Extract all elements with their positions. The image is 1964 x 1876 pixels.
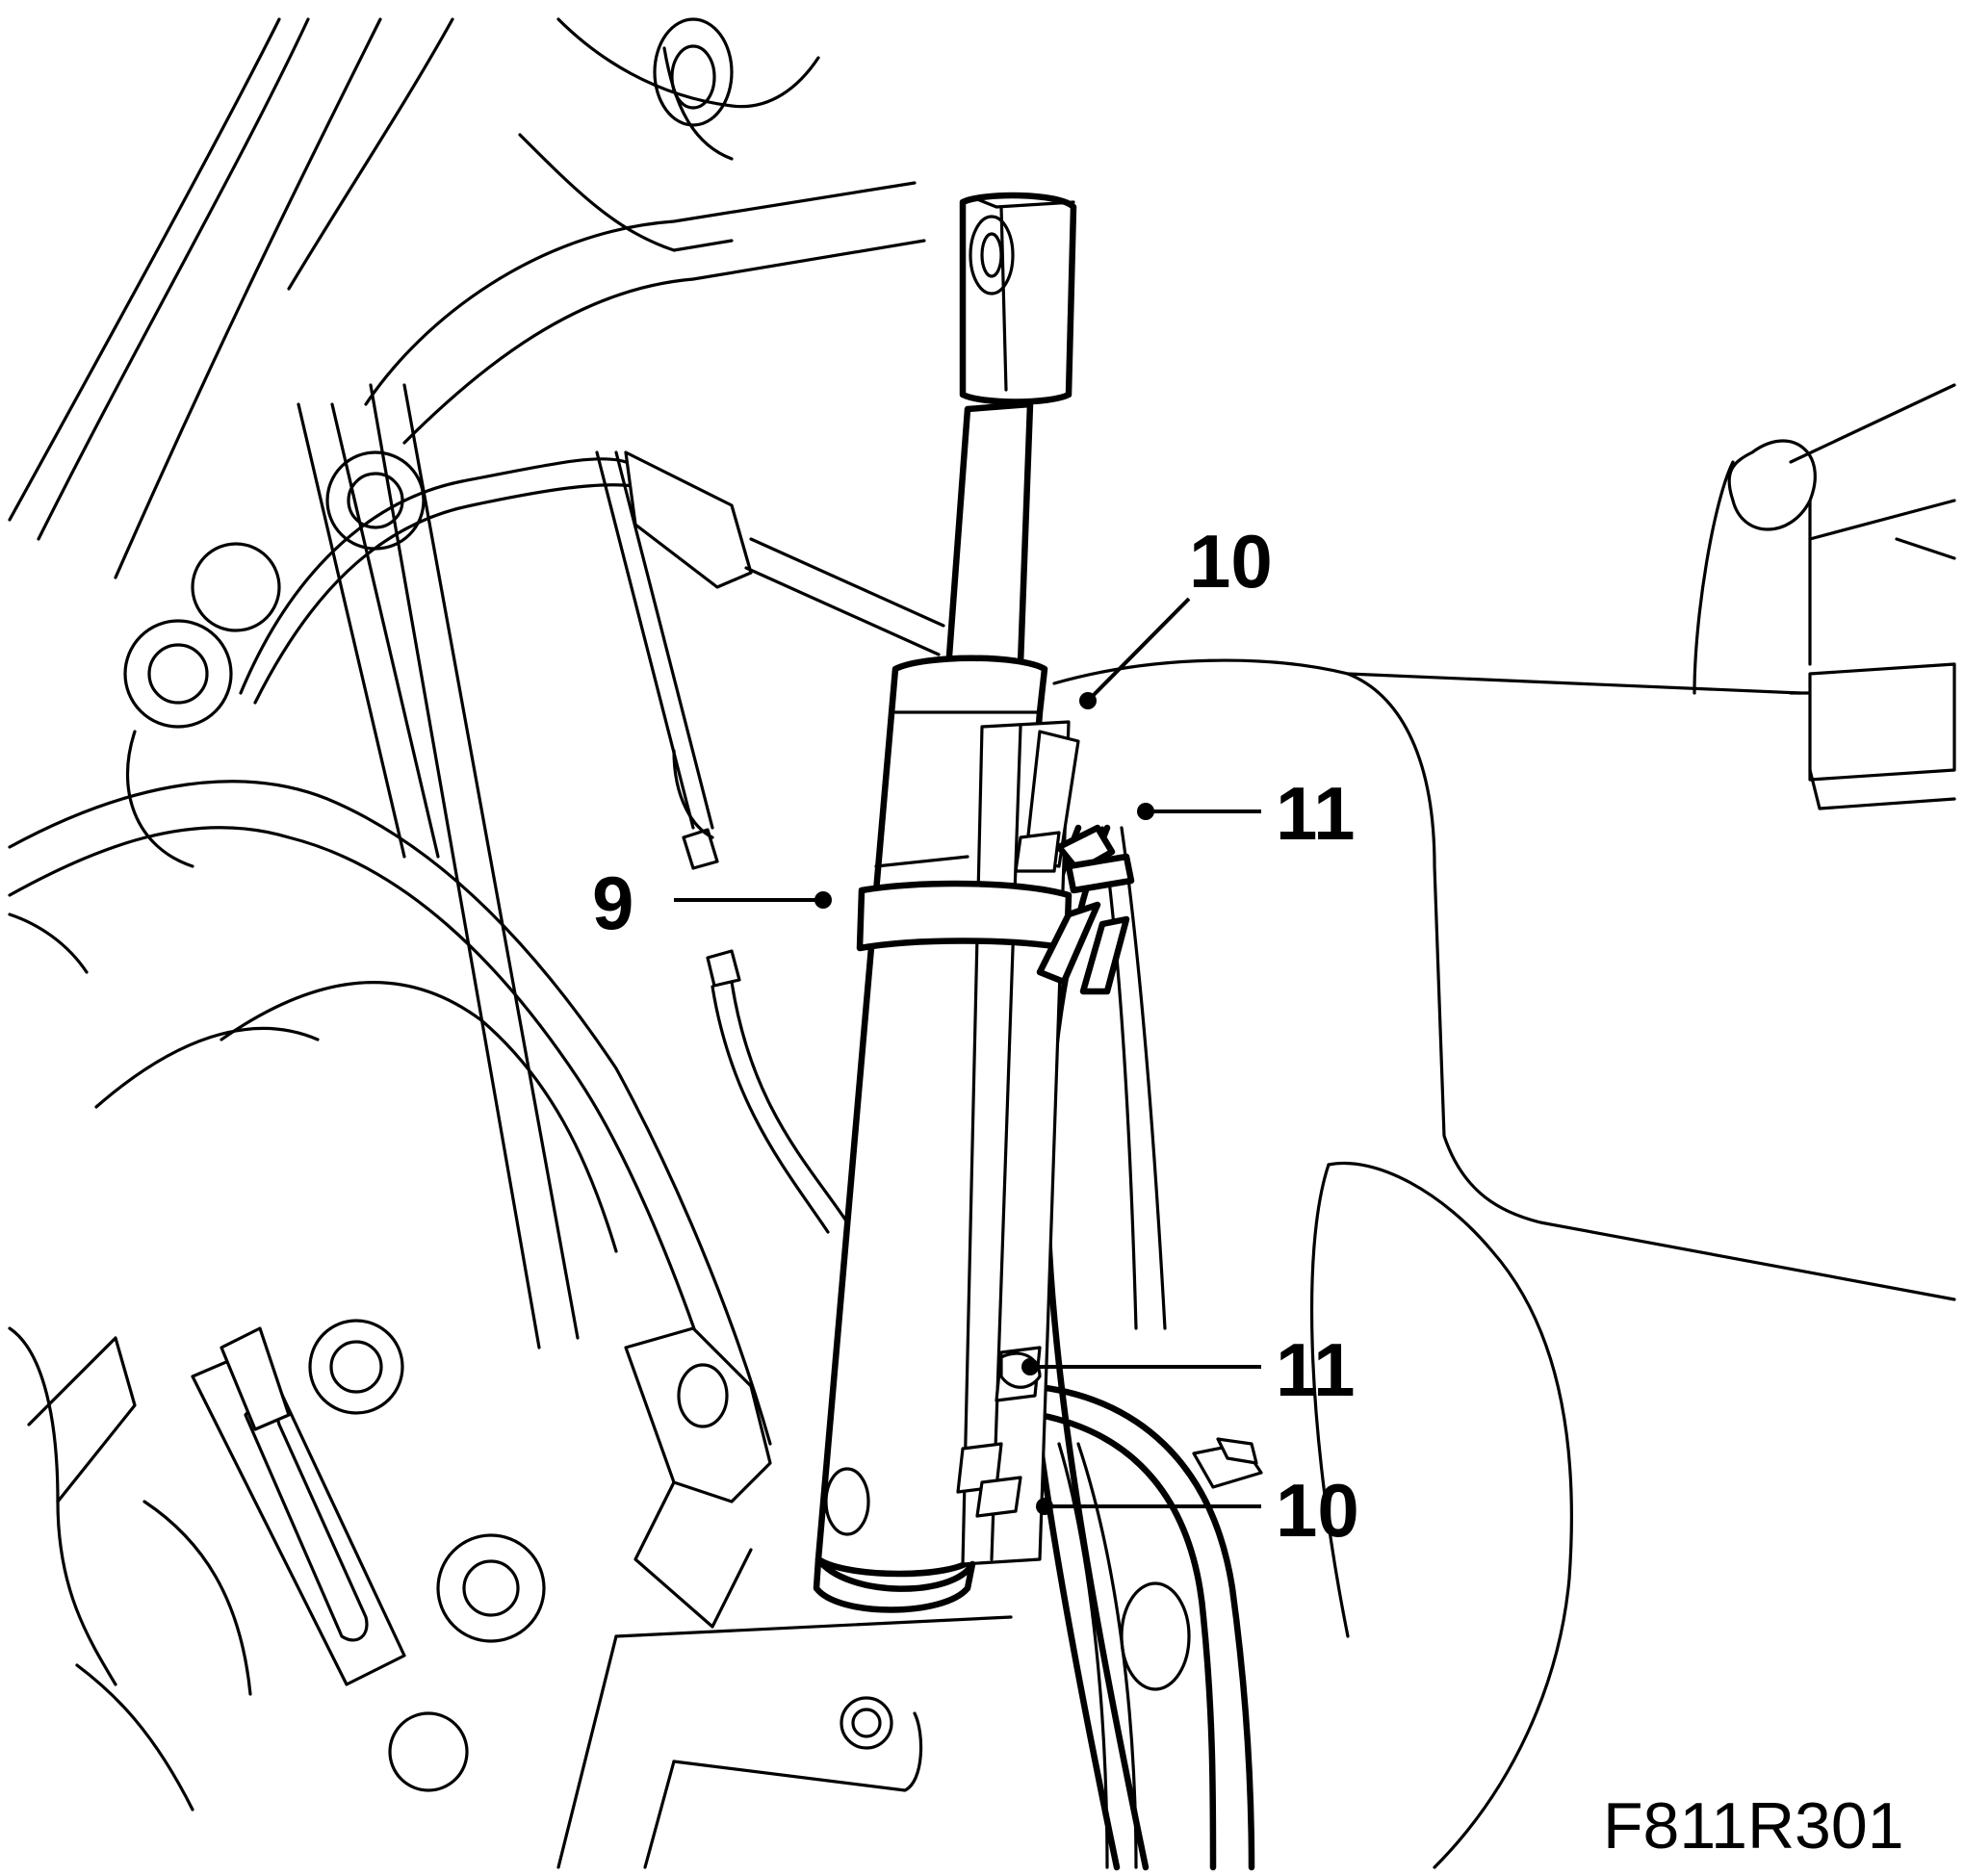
callout-leaders: [674, 597, 1261, 1515]
figure-code: F811R301: [1603, 1789, 1904, 1863]
leader-dot-11-bottom: [1021, 1358, 1039, 1375]
leader-dot-9: [814, 891, 832, 909]
right-panel: [1052, 383, 1956, 1869]
callout-11-top: 11: [1276, 771, 1355, 856]
leader-dot-11-top: [1137, 803, 1154, 820]
callout-9: 9: [592, 861, 633, 945]
callout-11-bottom: 11: [1276, 1327, 1355, 1412]
leader-10-top: [1086, 597, 1191, 703]
callout-10-top: 10: [1189, 519, 1273, 604]
leader-dot-10-bottom: [1036, 1498, 1053, 1515]
callout-10-bottom: 10: [1276, 1468, 1359, 1553]
leader-dot-10-top: [1079, 692, 1097, 709]
hose-connectors: [999, 824, 1135, 1389]
background-frame: [8, 17, 1013, 1869]
callout-labels: 10 11 9 11 10: [592, 519, 1359, 1553]
gas-strut: [813, 192, 1080, 1613]
